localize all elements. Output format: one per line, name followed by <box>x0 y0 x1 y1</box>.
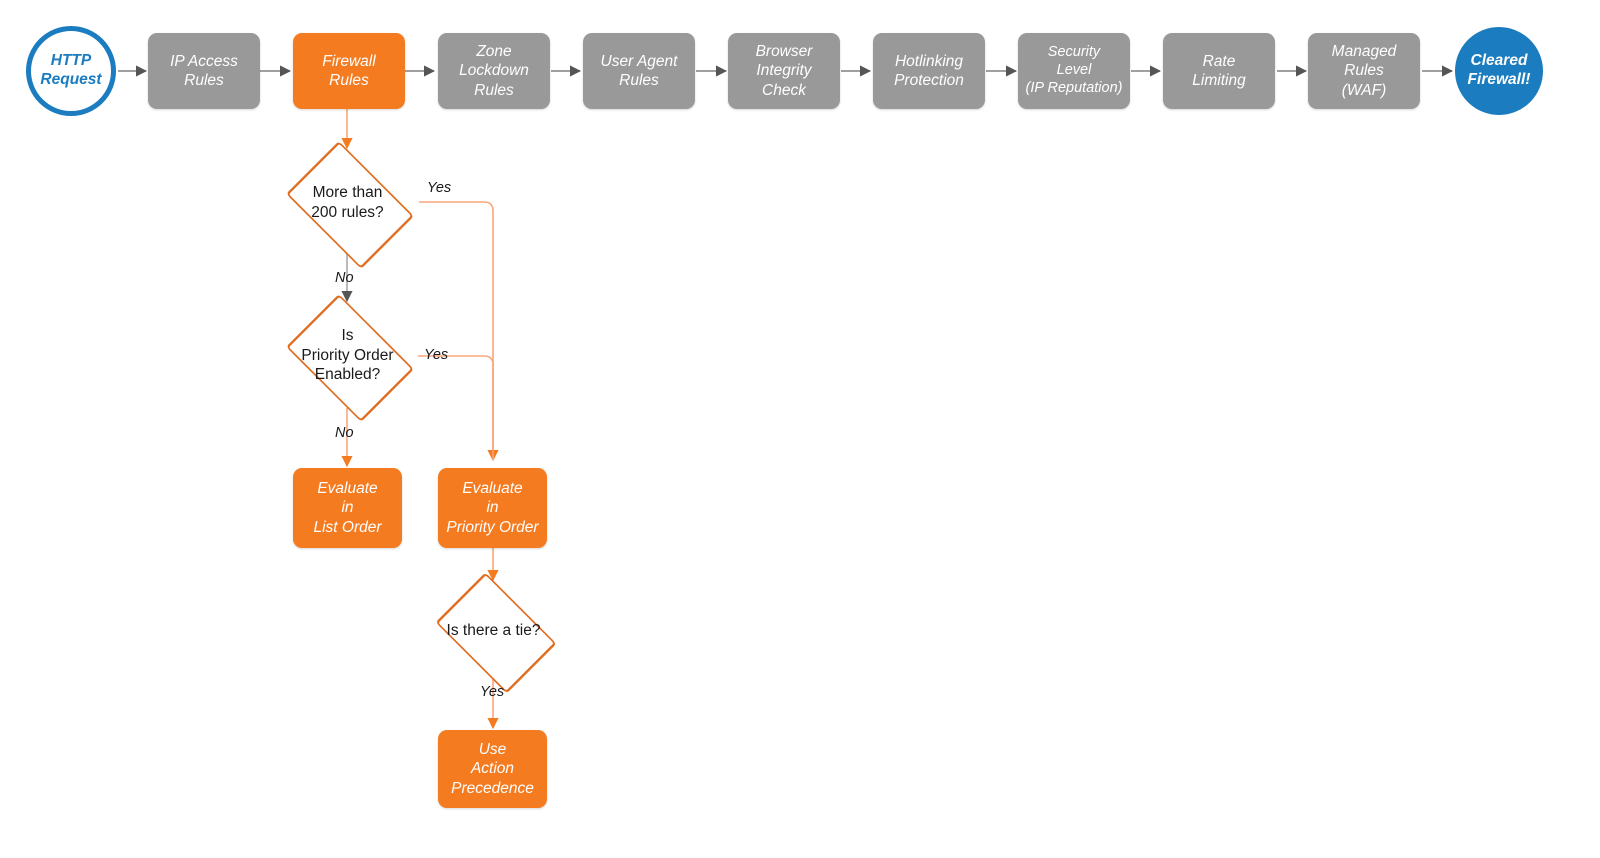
edge-label-more-than-200-yes: Yes <box>427 180 452 196</box>
edge-priority-order-yes <box>418 355 494 460</box>
node-evaluate-in-list-order[interactable]: Evaluate in List Order <box>293 468 402 548</box>
node-evaluate-in-list-order-label: Evaluate in List Order <box>313 480 382 536</box>
edge-label-tie-yes: Yes <box>480 684 505 700</box>
node-browser-integrity-check-label: Browser Integrity Check <box>755 43 813 99</box>
node-rate-limiting[interactable]: Rate Limiting <box>1163 33 1275 109</box>
node-hotlinking-protection[interactable]: Hotlinking Protection <box>873 33 985 109</box>
node-evaluate-in-priority-order[interactable]: Evaluate in Priority Order <box>438 468 547 548</box>
node-firewall-rules-label: Firewall Rules <box>322 52 376 89</box>
node-ip-access-rules-label: IP Access Rules <box>170 52 238 89</box>
node-browser-integrity-check[interactable]: Browser Integrity Check <box>728 33 840 109</box>
node-managed-rules-waf[interactable]: Managed Rules (WAF) <box>1308 33 1420 109</box>
node-use-action-precedence[interactable]: Use Action Precedence <box>438 730 547 808</box>
node-http-request-label: HTTP Request <box>40 52 102 88</box>
node-managed-rules-waf-label: Managed Rules (WAF) <box>1331 43 1397 99</box>
node-decision-is-there-a-tie-label: Is there a tie? <box>446 621 541 639</box>
node-zone-lockdown-rules-label: Zone Lockdown Rules <box>459 43 529 99</box>
node-zone-lockdown-rules[interactable]: Zone Lockdown Rules <box>438 33 550 109</box>
node-user-agent-rules-label: User Agent Rules <box>600 52 678 89</box>
edge-label-priority-order-no: No <box>335 425 354 441</box>
node-decision-is-there-a-tie[interactable]: Is there a tie? <box>426 571 561 694</box>
node-evaluate-in-priority-order-label: Evaluate in Priority Order <box>446 480 539 536</box>
node-decision-is-priority-order-enabled-label: Is Priority Order Enabled? <box>301 326 394 384</box>
edge-200rules-yes <box>419 201 499 462</box>
edge-label-more-than-200-no: No <box>335 270 354 286</box>
node-decision-is-priority-order-enabled[interactable]: Is Priority Order Enabled? <box>277 293 418 422</box>
node-http-request[interactable]: HTTP Request <box>26 26 116 116</box>
node-cleared-firewall[interactable]: Cleared Firewall! <box>1455 27 1543 115</box>
edge-label-priority-order-yes: Yes <box>424 347 449 363</box>
node-decision-more-than-200-rules[interactable]: More than 200 rules? <box>277 140 418 269</box>
node-user-agent-rules[interactable]: User Agent Rules <box>583 33 695 109</box>
node-cleared-firewall-label: Cleared Firewall! <box>1467 52 1531 88</box>
node-security-level-label: Security Level (IP Reputation) <box>1025 44 1123 96</box>
node-security-level[interactable]: Security Level (IP Reputation) <box>1018 33 1130 109</box>
node-rate-limiting-label: Rate Limiting <box>1192 52 1246 89</box>
node-firewall-rules[interactable]: Firewall Rules <box>293 33 405 109</box>
node-hotlinking-protection-label: Hotlinking Protection <box>894 52 964 89</box>
node-use-action-precedence-label: Use Action Precedence <box>451 741 534 797</box>
node-decision-more-than-200-rules-label: More than 200 rules? <box>311 183 384 221</box>
node-ip-access-rules[interactable]: IP Access Rules <box>148 33 260 109</box>
